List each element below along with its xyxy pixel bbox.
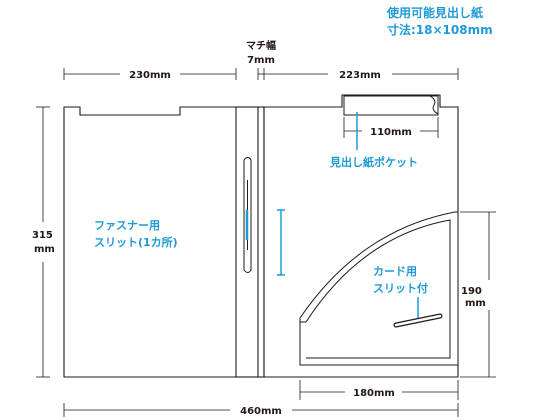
height-value: 315 [32,230,53,241]
dim-total-width [63,403,459,417]
card-callout-line-1: カード用 [373,265,417,278]
right-width-label: 223mm [339,70,381,81]
label-width-label: 110mm [370,127,412,138]
title-line-2: 寸法:18×108mm [387,22,493,37]
card-width-label: 180mm [353,388,395,399]
fastener-callout-line-2: スリット(1カ所) [94,235,178,249]
dim-gusset [257,68,265,80]
dim-height [36,106,50,378]
dim-left-width [63,68,237,80]
gusset-label: マチ幅 [246,39,276,52]
card-slit [393,313,443,328]
dim-card-height [460,211,496,378]
card-height-value: 190 [461,286,482,297]
fastener-callout-line-1: ファスナー用 [94,219,160,232]
label-pocket [343,95,439,116]
dim-card-width [299,380,459,400]
card-height-unit: mm [465,298,486,309]
dim-right-width [264,68,459,80]
fastener-dimension-bracket [277,209,285,276]
title-line-1: 使用可能見出し紙 [386,5,483,20]
dim-label-width [343,117,439,138]
card-callout-line-2: スリット付 [373,281,428,295]
card-pocket [299,211,459,366]
left-width-label: 230mm [129,70,171,81]
height-unit: mm [34,244,55,255]
total-width-label: 460mm [240,406,282,417]
label-pocket-callout: 見出し紙ポケット [329,155,418,169]
gusset-width-label: 7mm [247,55,275,66]
